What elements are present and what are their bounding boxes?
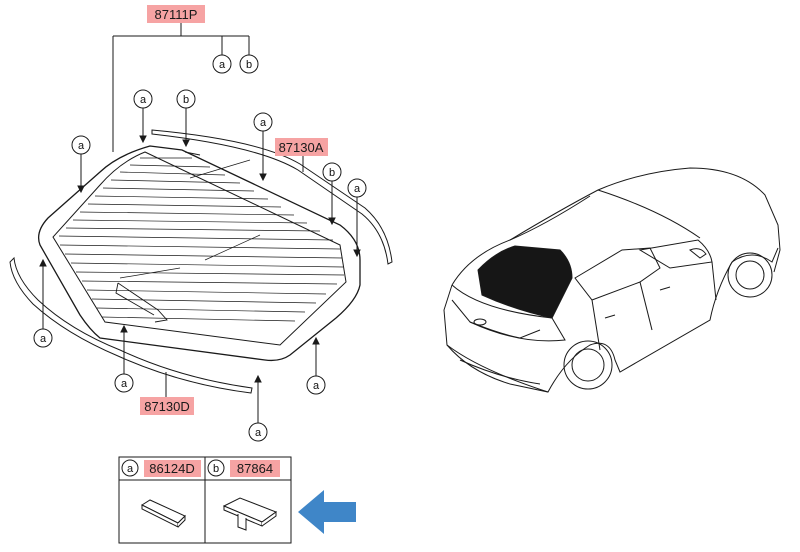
label-87130d-bg xyxy=(140,397,194,415)
svg-text:a: a xyxy=(354,183,361,195)
svg-text:a: a xyxy=(313,380,320,392)
legend-item-b-letter: b xyxy=(213,463,219,475)
car-illustration xyxy=(443,167,781,393)
pointer-arrow-icon xyxy=(298,490,356,534)
callout-a-top: a xyxy=(212,54,232,74)
callout-a-2: a xyxy=(253,112,273,132)
svg-text:a: a xyxy=(255,427,262,439)
callout-a-7: a xyxy=(248,422,268,442)
legend-item-b: b 87864 xyxy=(207,459,280,477)
callout-a-6: a xyxy=(114,373,134,393)
leader-87111p xyxy=(112,23,250,152)
svg-text:a: a xyxy=(78,140,85,152)
glass-part xyxy=(37,145,361,362)
callout-a-4: a xyxy=(71,135,91,155)
fastener-a-icon xyxy=(140,499,186,528)
label-87130a-text: 87130A xyxy=(279,140,324,155)
svg-text:a: a xyxy=(140,94,147,106)
callout-b-2: b xyxy=(322,162,342,182)
svg-text:a: a xyxy=(40,333,47,345)
label-87130a: 87130A xyxy=(275,138,328,172)
callout-group xyxy=(39,108,361,423)
fastener-b-icon xyxy=(222,497,278,531)
legend-item-a: a 86124D xyxy=(121,459,201,477)
svg-text:a: a xyxy=(219,59,226,71)
svg-text:a: a xyxy=(260,117,267,129)
svg-text:b: b xyxy=(183,94,189,106)
label-87111p-text: 87111P xyxy=(155,7,198,22)
label-87130d: 87130D xyxy=(140,372,194,415)
label-87111p-bg xyxy=(147,5,205,23)
label-87111p: 87111P xyxy=(147,5,205,23)
svg-text:b: b xyxy=(329,167,335,179)
callout-a-5: a xyxy=(33,328,53,348)
svg-text:a: a xyxy=(121,378,128,390)
legend-item-b-part: 87864 xyxy=(237,461,273,476)
svg-text:b: b xyxy=(246,59,252,71)
callout-b-1: b xyxy=(176,89,196,109)
callout-a-1: a xyxy=(133,89,153,109)
label-87130a-bg xyxy=(275,138,328,156)
legend-item-a-part: 86124D xyxy=(149,461,195,476)
callout-b-top: b xyxy=(239,54,259,74)
molding-part xyxy=(9,129,393,394)
car-rear-window xyxy=(477,245,573,319)
label-87130d-text: 87130D xyxy=(144,399,190,414)
callout-a-3: a xyxy=(347,178,367,198)
callout-a-8: a xyxy=(306,375,326,395)
legend-item-a-letter: a xyxy=(127,463,134,475)
